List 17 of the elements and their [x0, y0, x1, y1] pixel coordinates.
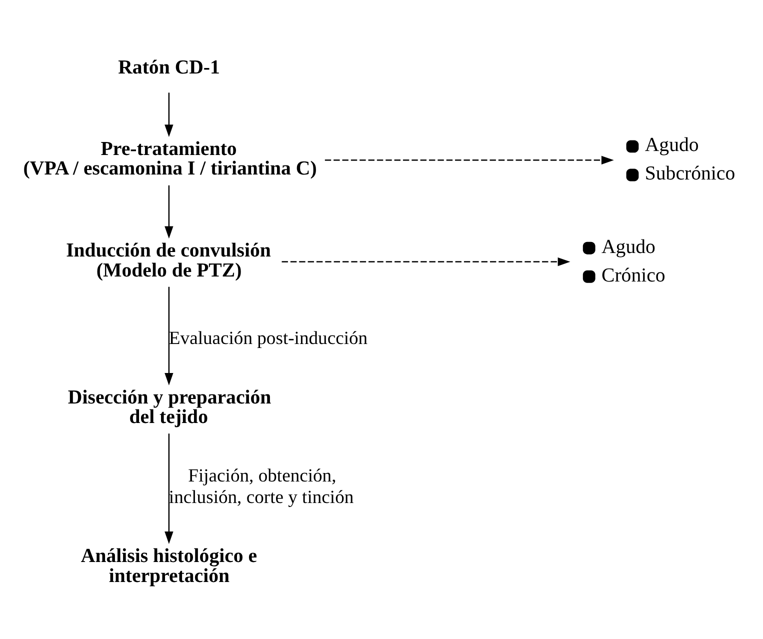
- edge-label: Fijación, obtención, inclusión, corte y tinción: [168, 465, 354, 508]
- node-label: Subcrónico: [644, 162, 736, 184]
- arrow: [164, 433, 174, 544]
- node-label: Crónico: [601, 264, 666, 286]
- arrow: [164, 286, 174, 385]
- edge-label: Evaluación post-inducción: [168, 328, 368, 349]
- node-label: Agudo: [601, 235, 656, 258]
- node-text: Disección y preparación del tejido: [68, 386, 272, 428]
- arrow: [282, 256, 570, 266]
- node-text: Inducción de convulsión (Modelo de PTZ): [66, 239, 271, 281]
- node-label: Agudo: [644, 134, 699, 156]
- node-text: Análisis histológico e interpretación: [80, 544, 258, 586]
- arrow: [324, 155, 614, 164]
- node-text: Pre-tratamiento (VPA / escamonina I / tiriantina C): [23, 137, 317, 180]
- arrow: [164, 92, 174, 137]
- arrow: [164, 184, 174, 238]
- node-text: Ratón CD-1: [118, 56, 220, 78]
